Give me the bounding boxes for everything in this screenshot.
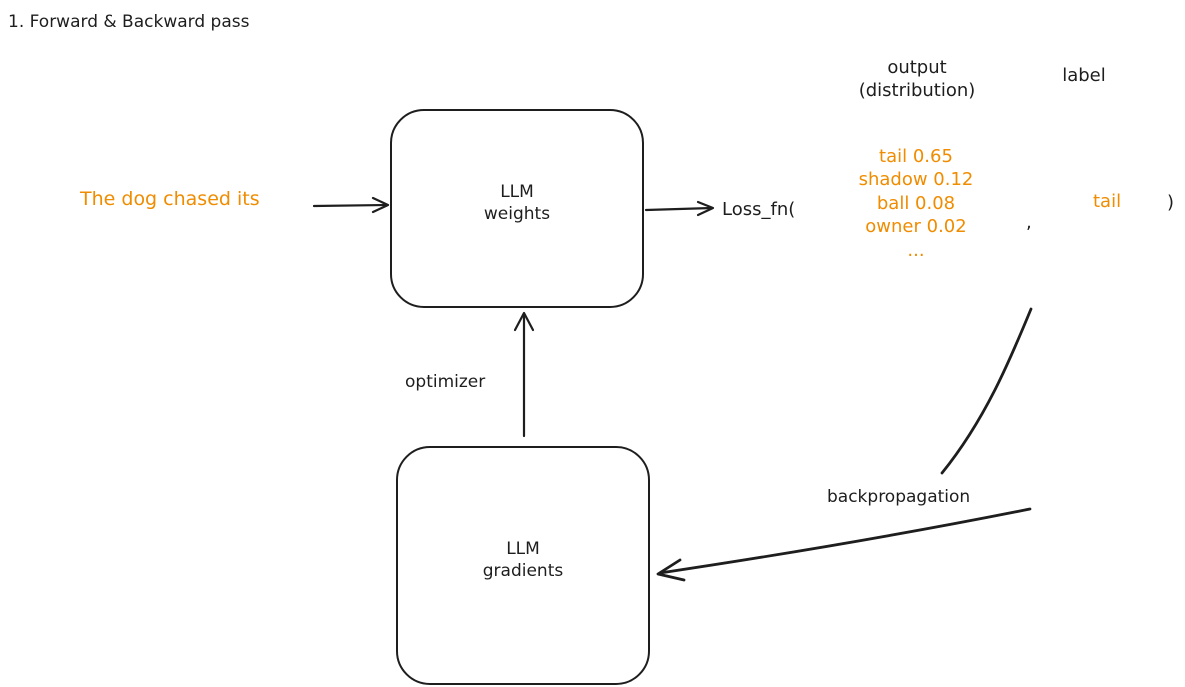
llm-weights-label-line1: LLM [500,182,534,202]
distribution-item: shadow 0.12 [858,169,974,191]
backprop-curve-upper [940,307,1033,475]
backpropagation-label: backpropagation [827,487,971,507]
distribution-item: ball 0.08 [876,192,956,214]
distribution-item: tail 0.65 [879,146,953,167]
llm-gradients-label-line1: LLM [506,539,540,559]
weights-to-loss-arrowhead [696,200,715,217]
optimizer-label: optimizer [405,372,486,392]
optimizer-arrowhead [513,311,535,332]
llm-weights-label: LLM weights [392,181,642,225]
label-value: tail [1093,191,1122,212]
llm-gradients-label-line2: gradients [482,561,564,582]
distribution-list: tail 0.65 shadow 0.12 ball 0.08 owner 0.… [859,145,974,262]
argument-separator: , [1026,212,1032,233]
llm-weights-box: LLM weights [390,109,644,308]
input-to-weights-arrow [312,203,389,208]
output-distribution-header: output (distribution) [859,56,976,103]
input-to-weights-arrowhead [371,196,390,214]
weights-to-loss-arrow [644,206,714,212]
distribution-item: owner 0.02 [865,216,967,238]
llm-gradients-box: LLM gradients [396,446,650,685]
backprop-arrowhead [656,558,686,582]
label-header: label [1062,65,1106,86]
llm-gradients-label: LLM gradients [398,538,648,582]
distribution-item: ... [907,239,925,261]
loss-function-label: Loss_fn( [722,199,796,220]
backprop-curve-lower [658,507,1032,575]
output-header-line2: (distribution) [858,80,976,102]
output-header-line1: output [887,57,947,78]
llm-weights-label-line2: weights [483,204,551,225]
closing-parenthesis: ) [1167,192,1175,213]
diagram-title: 1. Forward & Backward pass [8,12,250,32]
input-prompt-text: The dog chased its [80,188,260,210]
